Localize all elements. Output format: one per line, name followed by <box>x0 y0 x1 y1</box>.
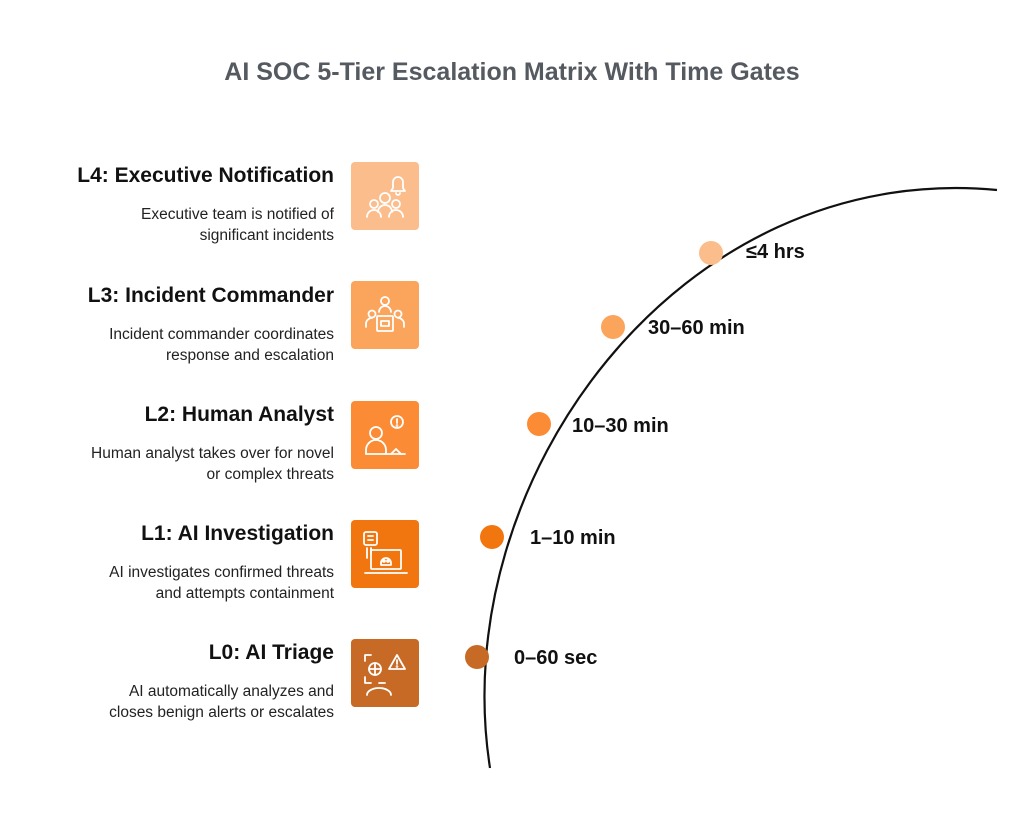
tier-l3-desc-line1: Incident commander coordinates <box>109 326 334 343</box>
tier-l4-heading: L4: Executive Notification <box>77 164 334 187</box>
tier-l1-description: AI investigates confirmed threats and at… <box>4 562 334 604</box>
tier-l2-desc-line2: or complex threats <box>206 466 335 483</box>
tier-l3-heading: L3: Incident Commander <box>87 284 334 307</box>
meeting-table-icon <box>351 281 419 349</box>
tier-l0-desc-line2: closes benign alerts or escalates <box>109 704 334 721</box>
time-gate-marker-l2 <box>527 412 551 436</box>
tier-l3-description: Incident commander coordinates response … <box>4 324 334 366</box>
tier-l4-desc-line2: significant incidents <box>199 227 334 244</box>
time-gate-label-l1: 1–10 min <box>530 527 616 549</box>
time-gate-marker-l3 <box>601 315 625 339</box>
time-gate-label-l2: 10–30 min <box>572 415 669 437</box>
timeline-curve <box>483 187 998 769</box>
time-gate-label-l3: 30–60 min <box>648 317 745 339</box>
tier-l0-heading: L0: AI Triage <box>208 641 334 664</box>
tier-l3-desc-line2: response and escalation <box>165 347 334 364</box>
ai-skull-laptop-icon <box>351 520 419 588</box>
tier-l2-heading: L2: Human Analyst <box>144 403 334 426</box>
time-gate-label-l4: ≤4 hrs <box>746 241 805 263</box>
analyst-alert-icon <box>351 401 419 469</box>
tier-l1-desc-line2: and attempts containment <box>155 585 334 602</box>
time-gate-marker-l0 <box>465 645 489 669</box>
tier-l0-description: AI automatically analyzes and closes ben… <box>4 681 334 723</box>
tier-l3: L3: Incident Commander Incident commande… <box>4 284 334 366</box>
tier-l0: L0: AI Triage AI automatically analyzes … <box>4 641 334 723</box>
tier-l4-description: Executive team is notified of significan… <box>4 204 334 246</box>
tier-l4-desc-line1: Executive team is notified of <box>141 206 334 223</box>
tier-l2: L2: Human Analyst Human analyst takes ov… <box>4 403 334 485</box>
tier-l1-desc-line1: AI investigates confirmed threats <box>109 564 334 581</box>
scan-warning-icon <box>351 639 419 707</box>
tier-l2-description: Human analyst takes over for novel or co… <box>4 443 334 485</box>
time-gate-marker-l4 <box>699 241 723 265</box>
diagram-title: AI SOC 5-Tier Escalation Matrix With Tim… <box>224 58 800 86</box>
executive-bell-icon <box>351 162 419 230</box>
tier-l1-heading: L1: AI Investigation <box>141 522 334 545</box>
tier-l1: L1: AI Investigation AI investigates con… <box>4 522 334 604</box>
tier-l0-desc-line1: AI automatically analyzes and <box>128 683 334 700</box>
time-gate-label-l0: 0–60 sec <box>514 647 598 669</box>
tier-l2-desc-line1: Human analyst takes over for novel <box>91 445 334 462</box>
tier-l4: L4: Executive Notification Executive tea… <box>4 164 334 246</box>
time-gate-marker-l1 <box>480 525 504 549</box>
